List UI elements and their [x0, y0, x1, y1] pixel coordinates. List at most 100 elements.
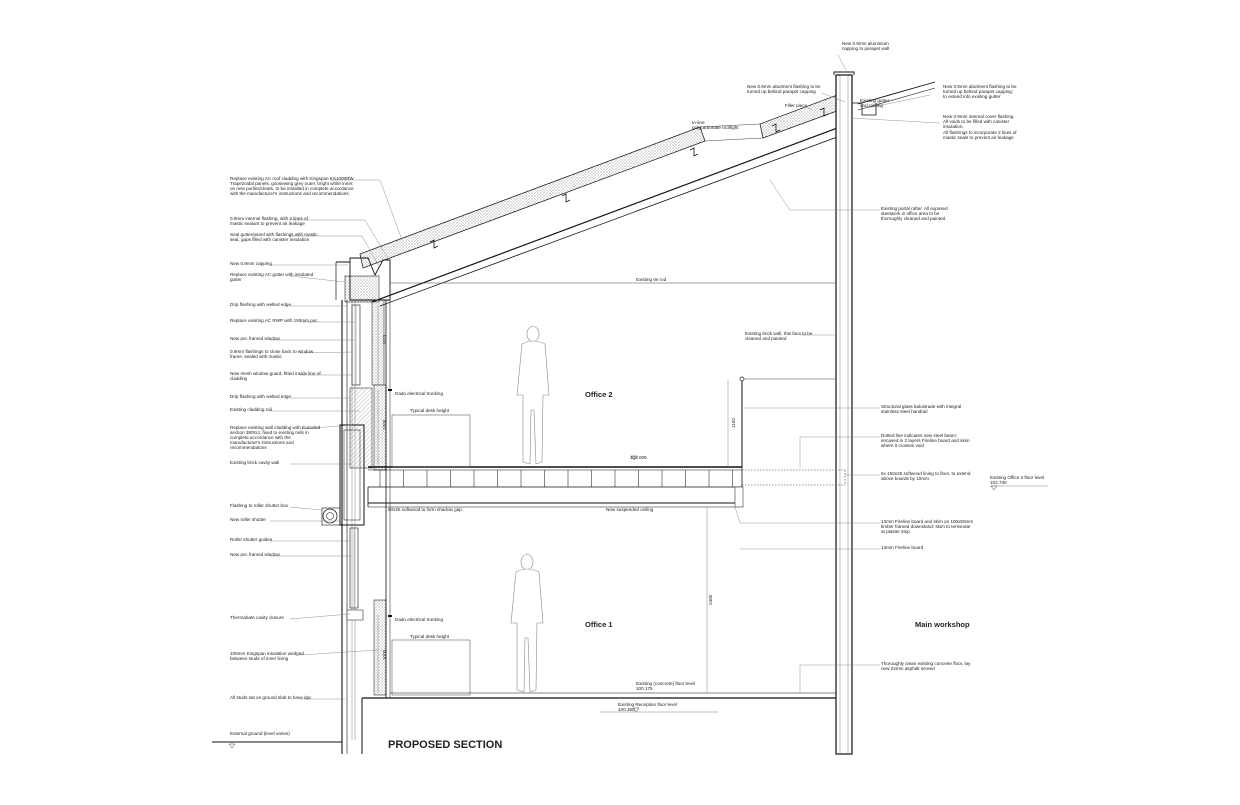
note-right: Structural glass balustrade with integra…	[881, 404, 961, 409]
note-reception-2: 100.360	[618, 707, 635, 712]
room-office-2: Office 2	[585, 390, 613, 399]
note-right: New 0.9mm internal cover flashing.	[943, 114, 1015, 119]
note-left: New pvc framed window	[230, 336, 280, 341]
note-left: External ground (level varies)	[230, 731, 290, 736]
note-left: New roller shutter	[230, 517, 266, 522]
note-right: and roofing	[860, 103, 883, 108]
note-left: Flashing to roller shutter box	[230, 503, 289, 508]
note-right: to extend into existing gutter	[943, 94, 1001, 99]
leader-line	[805, 106, 813, 111]
leader-line	[867, 94, 931, 109]
note-right: encased in 2 layers Fireline board and s…	[881, 438, 970, 443]
note-desk-lower: Typical desk height	[410, 634, 450, 639]
note-right: capping to parapet wall	[842, 46, 889, 51]
note-right: 102.730	[990, 480, 1007, 485]
note-level-upper: 103.009	[630, 455, 647, 460]
note-right: Existing Office 3 floor level	[990, 475, 1044, 480]
dim-balustrade: 1100	[731, 418, 736, 428]
note-right: at plaster stop	[881, 529, 910, 534]
ground-line	[212, 697, 852, 754]
note-left: manufacturer's instructions and	[230, 440, 294, 445]
note-right: Filler piece	[785, 103, 808, 108]
leader-line	[799, 664, 880, 693]
note-right: turned up behind parapet capping	[747, 89, 816, 94]
parapet-wall	[833, 71, 936, 755]
leader-line	[290, 235, 381, 269]
note-right: 13mm Fireline board and skim on 100x50mm	[881, 519, 973, 524]
leader-line	[769, 179, 880, 211]
room-office-1: Office 1	[585, 620, 613, 629]
note-floor-level-1: Existing (concrete) floor level	[636, 681, 695, 686]
note-right: 13mm Fireline board	[881, 545, 924, 550]
dimensions	[377, 305, 729, 693]
leader-line	[299, 649, 379, 656]
note-left: New mesh window guard, fitted inside lin…	[230, 371, 321, 376]
note-dado-lower: Dado electrical trunking	[395, 617, 443, 622]
note-left: mastic sealant to prevent air leakage	[230, 221, 305, 226]
note-left: between studs of inner lining	[230, 656, 289, 661]
note-floor-level-2: 100.175	[636, 686, 653, 691]
note-tie-rod: Existing tie rod	[636, 277, 667, 282]
leader-line	[299, 351, 353, 354]
note-left: on new purlins/cleats, to be installed i…	[230, 186, 354, 191]
leader-line	[849, 117, 941, 124]
leader-line	[734, 506, 880, 524]
dim-window-upper: 1013	[382, 334, 387, 345]
note-right: timber framed downstand; skim to termina…	[881, 524, 971, 529]
note-right: 6x 150x25 softwood lining to floor, to e…	[881, 471, 971, 476]
note-right: Dotted line indicates new steel beam;	[881, 433, 957, 438]
note-right: new 22mm asphalt screed	[881, 666, 935, 671]
leader-line	[289, 613, 351, 620]
note-left: Replace existing AC RWP with 150mm pvc	[230, 318, 318, 323]
leader-lines	[270, 54, 941, 700]
note-right: New 0.9mm abutment flashing to be	[943, 84, 1017, 89]
leader-line	[799, 436, 880, 467]
note-left: Thermabate cavity closure	[230, 615, 284, 620]
note-left: with the manufacturer's instructions and…	[230, 191, 350, 196]
note-right: Existing gutter	[860, 98, 890, 103]
note-right: thoroughly cleaned and painted.	[881, 216, 946, 221]
note-reception-1: Existing Reception floor level	[618, 702, 677, 707]
note-left: 0.9mm internal flashing, with 2 lines of	[230, 216, 309, 221]
note-left: New 0.9mm capping	[230, 261, 272, 266]
leader-line	[289, 275, 346, 283]
dim-dado-upper: 1000	[382, 419, 387, 430]
note-rooflight-2: polycarbonate rooflight	[692, 125, 739, 130]
drawing-title: PROPOSED SECTION	[388, 739, 502, 751]
note-right: mastic seals to prevent air leakage	[943, 135, 1014, 140]
person-upper	[516, 326, 550, 465]
leader-line	[299, 424, 353, 430]
note-left: 0.9mm flashings to close back to window	[230, 349, 314, 354]
note-right: insulation.	[943, 124, 964, 129]
note-right: All voids to be filled with canister	[943, 119, 1010, 124]
dim-storey: 2400	[708, 594, 713, 605]
leader-line	[821, 92, 846, 103]
note-left: section 38/914, fixed to existing rails …	[230, 430, 309, 435]
note-left: Replace existing AC gutter with insulate…	[230, 272, 314, 277]
note-left: recommendations	[230, 445, 267, 450]
note-left: Existing brick cavity wall	[230, 460, 279, 465]
note-right: stainless steel handrail	[881, 409, 927, 414]
note-left: gutter	[230, 277, 242, 282]
furniture	[388, 389, 836, 696]
leader-line	[330, 179, 403, 241]
note-left: Roller shutter guides	[230, 537, 273, 542]
note-right: turned up behind parapet capping;	[943, 89, 1013, 94]
note-left: Replace existing AC roof cladding with K…	[230, 176, 354, 181]
person-lower	[510, 554, 544, 693]
note-left: cladding	[230, 376, 248, 381]
room-main-workshop: Main workshop	[915, 620, 970, 629]
external-wall	[321, 299, 391, 754]
note-right: New 0.9mm aluminium	[842, 41, 889, 46]
note-left: New pvc framed window	[230, 552, 280, 557]
note-right: Existing brick wall, this face to be	[745, 331, 813, 336]
note-right: Thoroughly clean existing concrete floor…	[881, 661, 971, 666]
note-desk-upper: Typical desk height	[410, 408, 450, 413]
eaves-gutter	[335, 257, 391, 303]
note-left: All studs sat on ground slab to have dpc	[230, 695, 312, 700]
left-annotations: Replace existing AC roof cladding with K…	[230, 176, 354, 736]
note-left: Replace existing wall cladding with Euro…	[230, 425, 321, 430]
note-left: complete accordance with the	[230, 435, 291, 440]
